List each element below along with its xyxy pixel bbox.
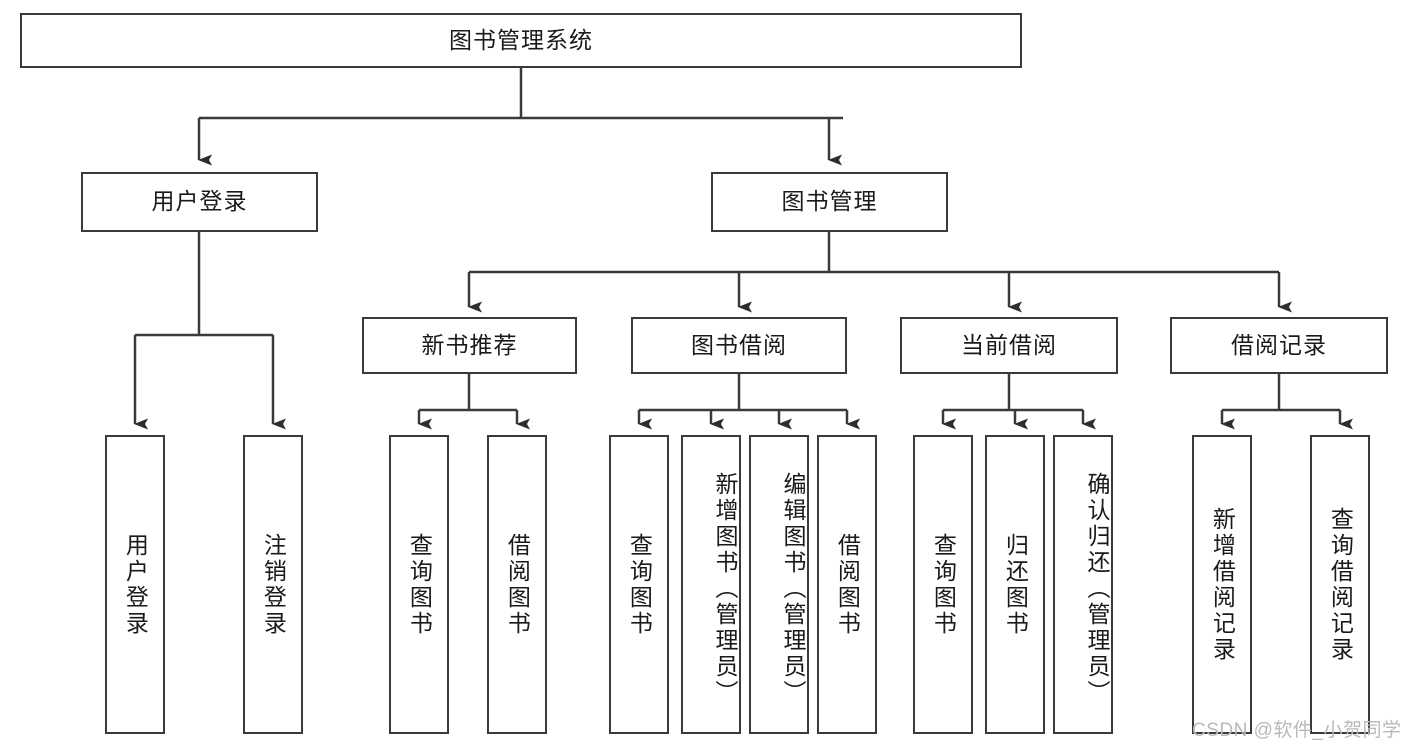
node-label: 查询图书 (930, 532, 957, 637)
node-label: 查询图书 (626, 532, 653, 637)
node-label: 编辑图书（管理员） (780, 471, 806, 706)
node-label: 确认归还（管理员） (1084, 471, 1110, 706)
leaf-add-book-admin[interactable]: 新增图书（管理员） (681, 435, 741, 734)
node-label: 新增借阅记录 (1209, 506, 1236, 663)
node-user-login[interactable]: 用户登录 (81, 172, 318, 232)
leaf-borrow-books-new[interactable]: 借阅图书 (487, 435, 547, 734)
node-label: 查询借阅记录 (1327, 506, 1354, 663)
node-label: 用户登录 (151, 188, 248, 215)
leaf-borrow-books[interactable]: 借阅图书 (817, 435, 877, 734)
node-label: 新增图书（管理员） (712, 471, 738, 706)
node-root-system[interactable]: 图书管理系统 (20, 13, 1022, 68)
node-label: 借阅记录 (1231, 331, 1327, 358)
leaf-user-login[interactable]: 用户登录 (105, 435, 165, 734)
node-label: 查询图书 (406, 532, 433, 637)
leaf-query-books-new[interactable]: 查询图书 (389, 435, 449, 734)
node-label: 图书管理 (781, 188, 878, 215)
node-book-management[interactable]: 图书管理 (711, 172, 948, 232)
node-borrow-records[interactable]: 借阅记录 (1170, 317, 1388, 374)
leaf-query-borrow-record[interactable]: 查询借阅记录 (1310, 435, 1370, 734)
leaf-query-books-borrow[interactable]: 查询图书 (609, 435, 669, 734)
node-label: 注销登录 (260, 532, 287, 637)
leaf-confirm-return-admin[interactable]: 确认归还（管理员） (1053, 435, 1113, 734)
node-label: 图书管理系统 (449, 26, 593, 53)
csdn-watermark: CSDN @软件_小贺同学 (1192, 715, 1401, 742)
node-label: 用户登录 (122, 532, 149, 637)
node-current-borrow[interactable]: 当前借阅 (900, 317, 1118, 374)
node-label: 借阅图书 (504, 532, 531, 637)
leaf-return-books[interactable]: 归还图书 (985, 435, 1045, 734)
node-label: 图书借阅 (691, 331, 787, 358)
leaf-logout-login[interactable]: 注销登录 (243, 435, 303, 734)
leaf-query-books-current[interactable]: 查询图书 (913, 435, 973, 734)
node-new-book-recommendation[interactable]: 新书推荐 (362, 317, 577, 374)
leaf-add-borrow-record[interactable]: 新增借阅记录 (1192, 435, 1252, 734)
node-label: 归还图书 (1002, 532, 1029, 637)
node-label: 当前借阅 (961, 331, 1057, 358)
node-label: 借阅图书 (834, 532, 861, 637)
leaf-edit-book-admin[interactable]: 编辑图书（管理员） (749, 435, 809, 734)
node-label: 新书推荐 (421, 331, 518, 358)
watermark-label: CSDN @软件_小贺同学 (1192, 720, 1402, 741)
node-book-borrow[interactable]: 图书借阅 (631, 317, 847, 374)
